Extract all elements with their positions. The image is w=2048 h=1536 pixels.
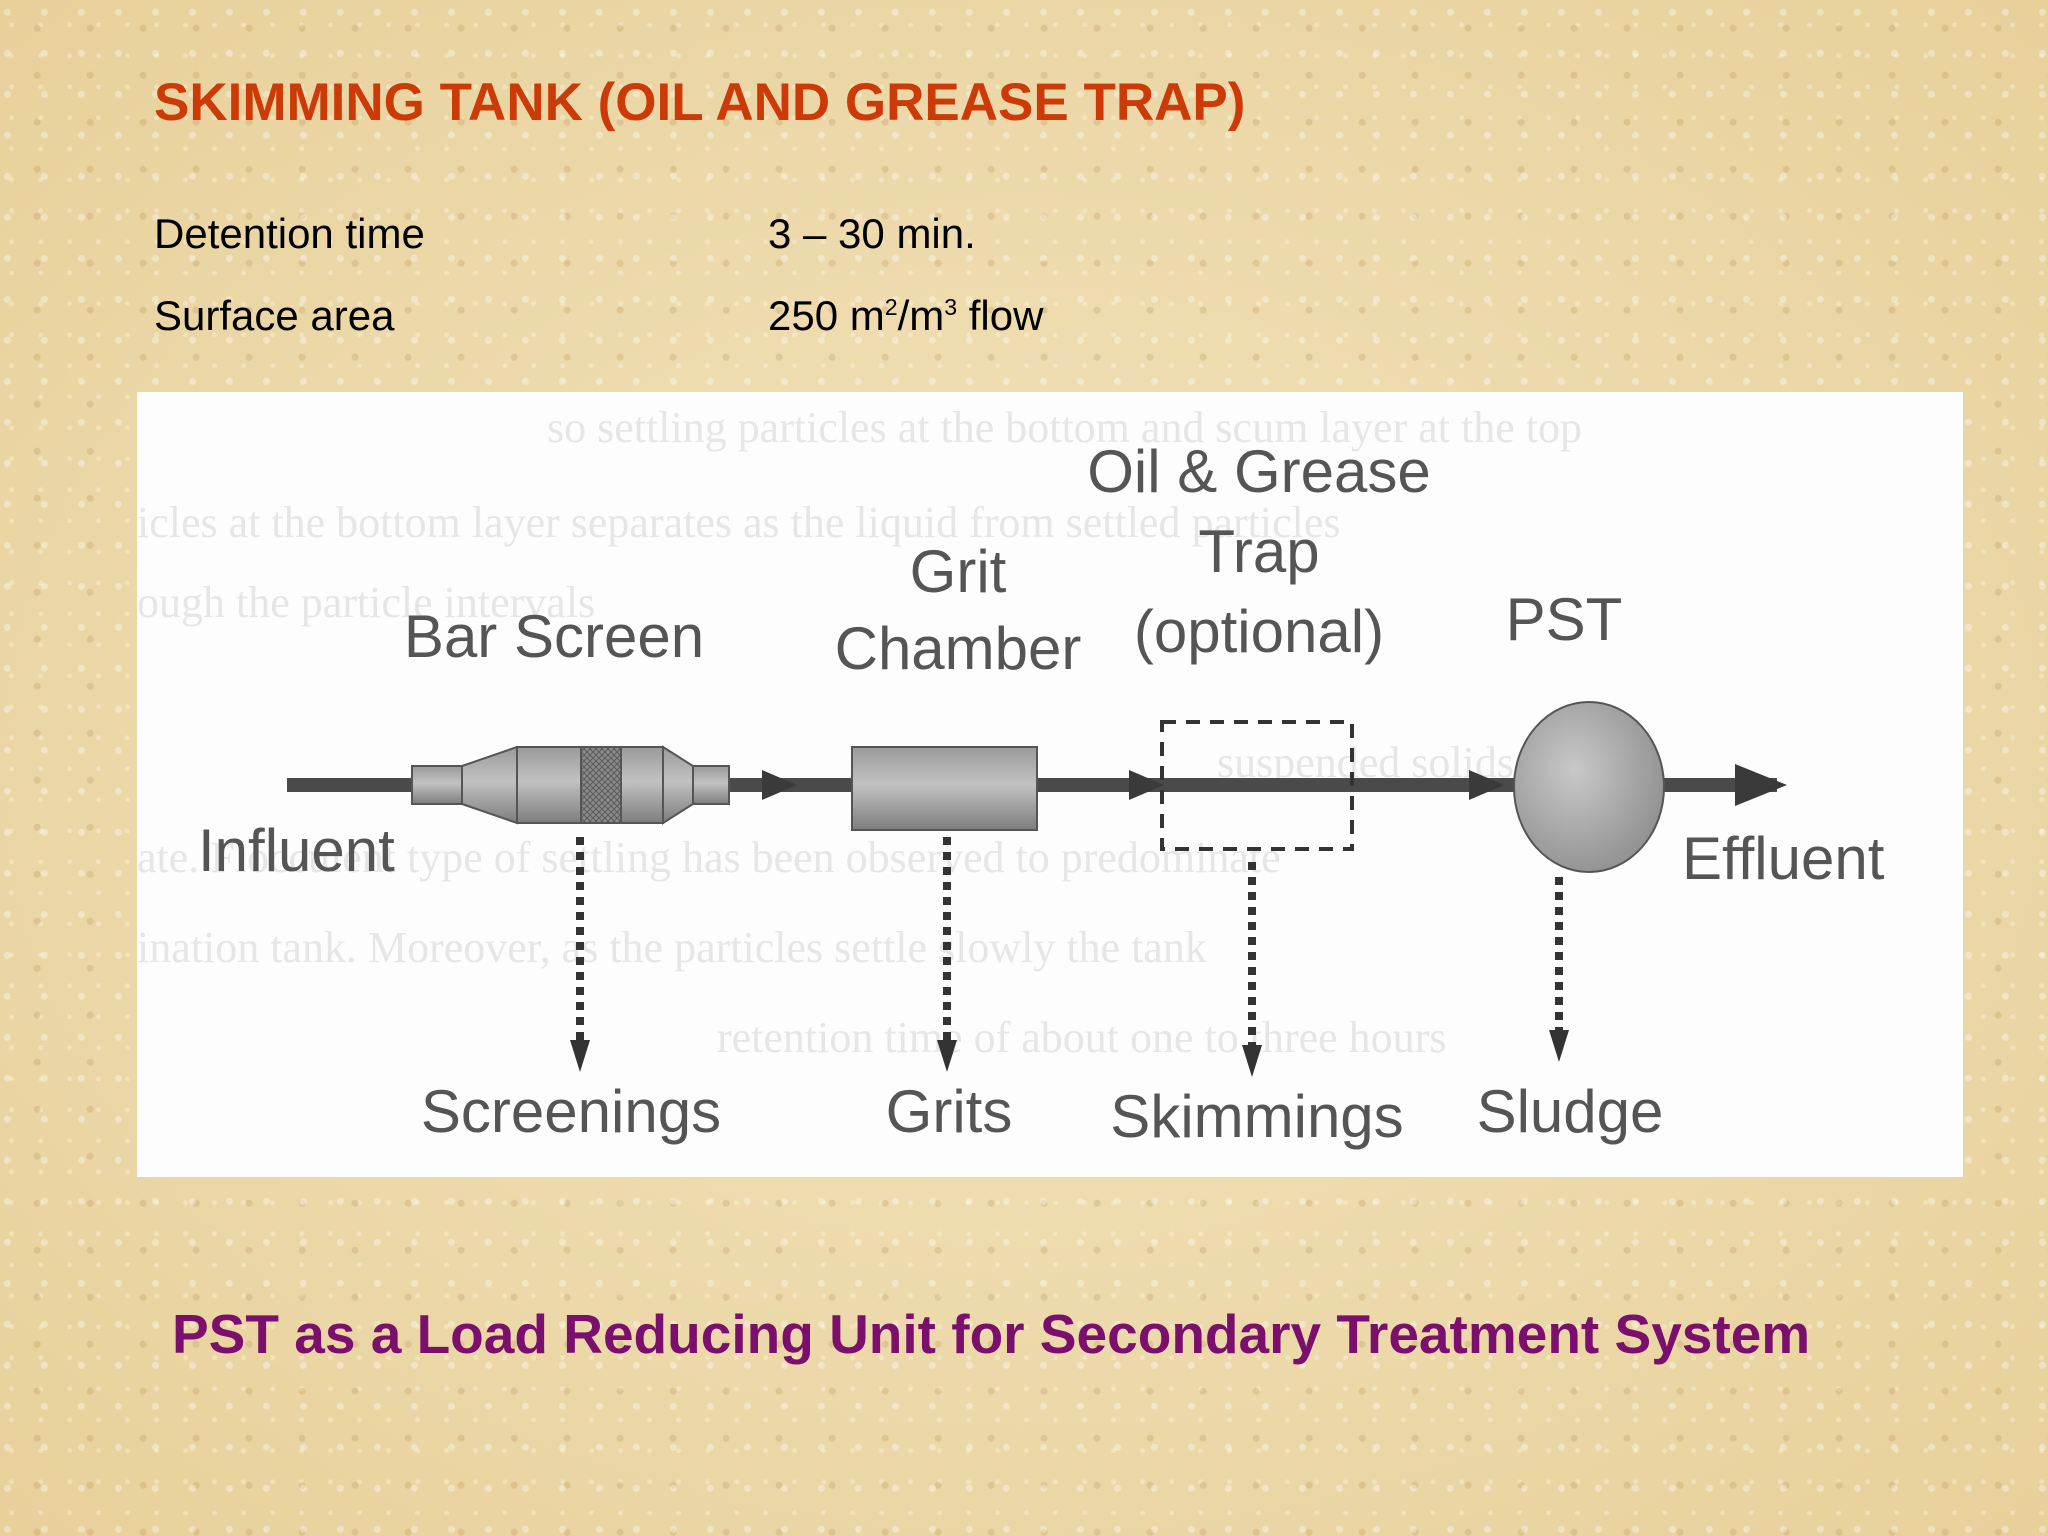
skimmings-label: Skimmings xyxy=(1110,1083,1403,1150)
trap-label: Trap xyxy=(1198,518,1319,585)
sludge-label: Sludge xyxy=(1477,1078,1664,1145)
effluent-arrow-head xyxy=(1735,764,1787,806)
arrow-head-3 xyxy=(1469,770,1504,800)
chamber-label: Chamber xyxy=(835,615,1082,682)
detention-time-value: 3 – 30 min. xyxy=(768,210,976,257)
grits-label: Grits xyxy=(886,1078,1013,1145)
background-ghost-text: so settling particles at the bottom and … xyxy=(137,403,1582,1062)
treatment-flow-diagram: so settling particles at the bottom and … xyxy=(137,392,1963,1177)
skimmings-arrow-head xyxy=(1242,1045,1262,1077)
grit-chamber-unit xyxy=(851,746,1038,831)
slide-title: SKIMMING TANK (OIL AND GREASE TRAP) xyxy=(154,73,1246,132)
oil-grease-trap-unit xyxy=(1160,720,1354,851)
effluent-label: Effluent xyxy=(1682,825,1885,892)
screenings-arrow-head xyxy=(570,1040,590,1072)
discharge-arrows xyxy=(576,837,1563,1047)
arrow-head-1 xyxy=(762,770,797,800)
svg-text:ination tank. Moreover, as the: ination tank. Moreover, as the particles… xyxy=(137,923,1207,972)
flow-diagram-svg: so settling particles at the bottom and … xyxy=(137,403,1885,1150)
grits-arrow-head xyxy=(937,1040,957,1072)
svg-text:retention time of about one to: retention time of about one to three hou… xyxy=(717,1013,1446,1062)
svg-text:ough the particle intervals: ough the particle intervals xyxy=(137,578,595,627)
arrow-head-2 xyxy=(1129,770,1164,800)
pst-unit xyxy=(1513,701,1665,873)
svg-text:icles at the bottom layer sepa: icles at the bottom layer separates as t… xyxy=(137,498,1341,547)
sludge-arrow-head xyxy=(1549,1030,1569,1062)
detention-time-label: Detention time xyxy=(154,210,425,257)
optional-label: (optional) xyxy=(1134,598,1384,665)
influent-label: Influent xyxy=(198,817,395,884)
pst-label: PST xyxy=(1506,586,1623,653)
bar-screen-unit xyxy=(411,745,730,825)
screenings-label: Screenings xyxy=(421,1078,721,1145)
grit-label: Grit xyxy=(910,538,1007,605)
bar-screen-label: Bar Screen xyxy=(404,603,704,670)
surface-area-value: 250 m2/m3 flow xyxy=(768,292,1044,339)
svg-text:ate. Flocculent type of settli: ate. Flocculent type of settling has bee… xyxy=(137,833,1281,882)
surface-area-label: Surface area xyxy=(154,292,395,339)
svg-text:so settling particles at the b: so settling particles at the bottom and … xyxy=(547,403,1582,452)
oil-grease-label: Oil & Grease xyxy=(1087,438,1430,505)
slide-caption: PST as a Load Reducing Unit for Secondar… xyxy=(172,1303,1811,1365)
